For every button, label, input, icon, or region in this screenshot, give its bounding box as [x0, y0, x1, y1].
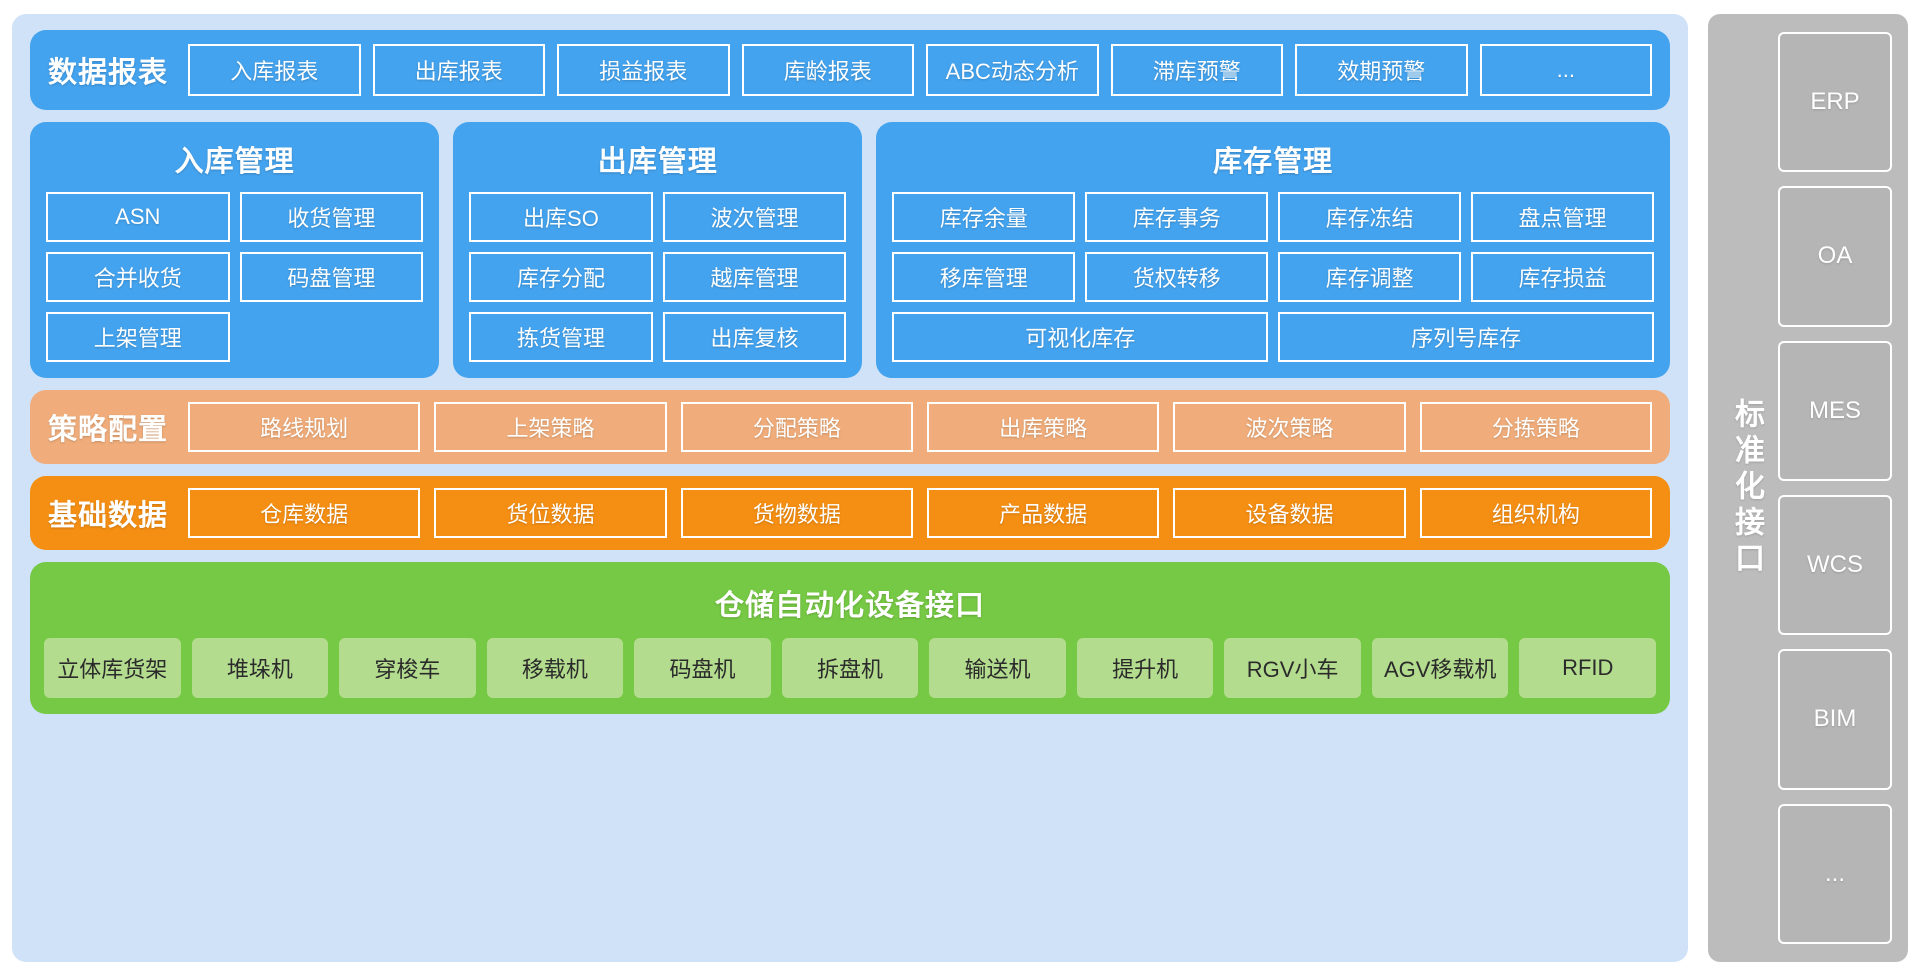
- basedata-chip-goods[interactable]: 货物数据: [680, 488, 913, 538]
- outbound-management-module: 出库管理 出库SO 波次管理 库存分配 越库管理 拣货管理 出库复核: [453, 122, 863, 378]
- base-data-title: 基础数据: [48, 500, 169, 532]
- report-chip-1[interactable]: 出库报表: [372, 44, 546, 96]
- inbound-chip-palletizing[interactable]: 码盘管理: [239, 252, 424, 302]
- equipment-chip-transfer[interactable]: 移载机: [486, 638, 624, 698]
- outbound-chip-crossdock[interactable]: 越库管理: [662, 252, 847, 302]
- strategy-chip-outbound[interactable]: 出库策略: [927, 402, 1160, 452]
- inbound-chip-receiving[interactable]: 收货管理: [239, 192, 424, 242]
- report-chip-4[interactable]: ABC动态分析: [926, 44, 1099, 96]
- equipment-chip-agv[interactable]: AGV移载机: [1371, 638, 1509, 698]
- inventory-chip-balance[interactable]: 库存余量: [892, 192, 1076, 242]
- strategy-chip-allocation[interactable]: 分配策略: [680, 402, 913, 452]
- inbound-chip-empty: [240, 312, 424, 362]
- inbound-management-title: 入库管理: [174, 146, 295, 178]
- outbound-management-title: 出库管理: [597, 146, 718, 178]
- system-chip-erp[interactable]: ERP: [1778, 32, 1892, 173]
- standard-interface-items: ERP OA MES WCS BIM ...: [1778, 32, 1892, 944]
- basedata-chip-location[interactable]: 货位数据: [434, 488, 667, 538]
- inventory-chip-transfer[interactable]: 移库管理: [892, 252, 1076, 302]
- system-chip-oa[interactable]: OA: [1778, 186, 1892, 327]
- strategy-chip-wave[interactable]: 波次策略: [1173, 402, 1406, 452]
- strategy-chip-route[interactable]: 路线规划: [188, 402, 421, 452]
- inventory-management-grid: 库存余量 库存事务 库存冻结 盘点管理 移库管理 货权转移 库存调整 库存损益 …: [892, 192, 1654, 362]
- inbound-chip-putaway[interactable]: 上架管理: [46, 312, 230, 362]
- inventory-chip-freeze[interactable]: 库存冻结: [1278, 192, 1462, 242]
- strategy-config-band: 策略配置 路线规划 上架策略 分配策略 出库策略 波次策略 分拣策略: [30, 390, 1670, 464]
- equipment-chip-asrs-rack[interactable]: 立体库货架: [44, 638, 181, 698]
- inventory-chip-stocktake[interactable]: 盘点管理: [1471, 192, 1654, 242]
- inventory-chip-transaction[interactable]: 库存事务: [1085, 192, 1269, 242]
- data-reports-band: 数据报表 入库报表 出库报表 损益报表 库龄报表 ABC动态分析 滞库预警 效期…: [30, 30, 1670, 110]
- basedata-chip-device[interactable]: 设备数据: [1173, 488, 1406, 538]
- outbound-management-grid: 出库SO 波次管理 库存分配 越库管理 拣货管理 出库复核: [469, 192, 847, 362]
- system-chip-mes[interactable]: MES: [1778, 340, 1892, 481]
- basedata-chip-product[interactable]: 产品数据: [927, 488, 1160, 538]
- outbound-chip-wave[interactable]: 波次管理: [662, 192, 847, 242]
- data-reports-title: 数据报表: [48, 57, 169, 89]
- inbound-management-grid: ASN 收货管理 合并收货 码盘管理 上架管理: [46, 192, 424, 362]
- management-modules-row: 入库管理 ASN 收货管理 合并收货 码盘管理 上架管理 出库管理 出库SO 波…: [30, 122, 1671, 378]
- report-chip-6[interactable]: 效期预警: [1295, 44, 1468, 96]
- automation-equipment-title: 仓储自动化设备接口: [714, 590, 985, 622]
- basedata-chip-organization[interactable]: 组织机构: [1419, 488, 1652, 538]
- system-chip-wcs[interactable]: WCS: [1778, 494, 1892, 636]
- wms-main-panel: 数据报表 入库报表 出库报表 损益报表 库龄报表 ABC动态分析 滞库预警 效期…: [12, 14, 1688, 962]
- automation-equipment-grid: 立体库货架 堆垛机 穿梭车 移载机 码盘机 拆盘机 输送机 提升机 RGV小车 …: [44, 638, 1657, 698]
- equipment-chip-shuttle[interactable]: 穿梭车: [339, 638, 476, 698]
- inventory-management-module: 库存管理 库存余量 库存事务 库存冻结 盘点管理 移库管理 货权转移 库存调整 …: [876, 122, 1671, 378]
- equipment-chip-palletizer[interactable]: 码盘机: [634, 638, 771, 698]
- report-chip-2[interactable]: 损益报表: [557, 44, 730, 96]
- equipment-chip-lifter[interactable]: 提升机: [1076, 638, 1214, 698]
- strategy-config-title: 策略配置: [48, 414, 169, 446]
- equipment-chip-depalletizer[interactable]: 拆盘机: [781, 638, 919, 698]
- report-chip-5[interactable]: 滞库预警: [1110, 44, 1284, 96]
- report-chip-0[interactable]: 入库报表: [188, 44, 361, 96]
- inbound-management-module: 入库管理 ASN 收货管理 合并收货 码盘管理 上架管理: [30, 122, 440, 378]
- inventory-chip-serial[interactable]: 序列号库存: [1278, 312, 1654, 362]
- outbound-chip-allocation[interactable]: 库存分配: [469, 252, 653, 302]
- equipment-chip-stacker[interactable]: 堆垛机: [191, 638, 329, 698]
- inbound-chip-merge-receiving[interactable]: 合并收货: [46, 252, 230, 302]
- inbound-chip-asn[interactable]: ASN: [46, 192, 230, 242]
- outbound-chip-recheck[interactable]: 出库复核: [662, 312, 847, 362]
- inventory-chip-visual[interactable]: 可视化库存: [892, 312, 1269, 362]
- equipment-chip-rgv[interactable]: RGV小车: [1224, 638, 1361, 698]
- equipment-chip-conveyor[interactable]: 输送机: [929, 638, 1066, 698]
- standard-interface-label: 标准化接口: [1724, 32, 1768, 944]
- standard-interface-label-text: 标准化接口: [1730, 398, 1763, 578]
- inventory-chip-adjustment[interactable]: 库存调整: [1278, 252, 1462, 302]
- equipment-chip-rfid[interactable]: RFID: [1519, 638, 1657, 698]
- basedata-chip-warehouse[interactable]: 仓库数据: [188, 488, 421, 538]
- outbound-chip-so[interactable]: 出库SO: [469, 192, 653, 242]
- inventory-chip-profit-loss[interactable]: 库存损益: [1471, 252, 1654, 302]
- system-chip-bim[interactable]: BIM: [1778, 649, 1892, 790]
- strategy-chip-putaway[interactable]: 上架策略: [434, 402, 667, 452]
- outbound-chip-picking[interactable]: 拣货管理: [469, 312, 653, 362]
- standard-interface-sidebar: 标准化接口 ERP OA MES WCS BIM ...: [1708, 14, 1908, 962]
- base-data-band: 基础数据 仓库数据 货位数据 货物数据 产品数据 设备数据 组织机构: [30, 476, 1670, 550]
- inventory-management-title: 库存管理: [1213, 146, 1334, 178]
- system-chip-more[interactable]: ...: [1778, 803, 1892, 944]
- report-chip-more[interactable]: ...: [1479, 44, 1653, 96]
- strategy-chip-sorting[interactable]: 分拣策略: [1419, 402, 1652, 452]
- automation-equipment-band: 仓储自动化设备接口 立体库货架 堆垛机 穿梭车 移载机 码盘机 拆盘机 输送机 …: [30, 562, 1670, 714]
- inventory-chip-ownership[interactable]: 货权转移: [1085, 252, 1269, 302]
- report-chip-3[interactable]: 库龄报表: [741, 44, 915, 96]
